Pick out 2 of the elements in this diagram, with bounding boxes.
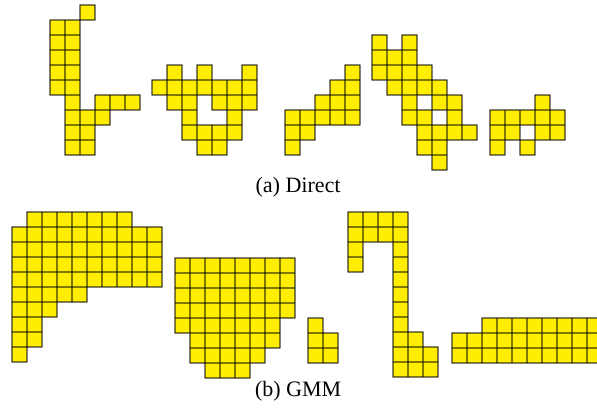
subfigure-caption: (b) GMM [254,376,342,402]
subfigure-caption: (a) Direct [256,172,340,198]
